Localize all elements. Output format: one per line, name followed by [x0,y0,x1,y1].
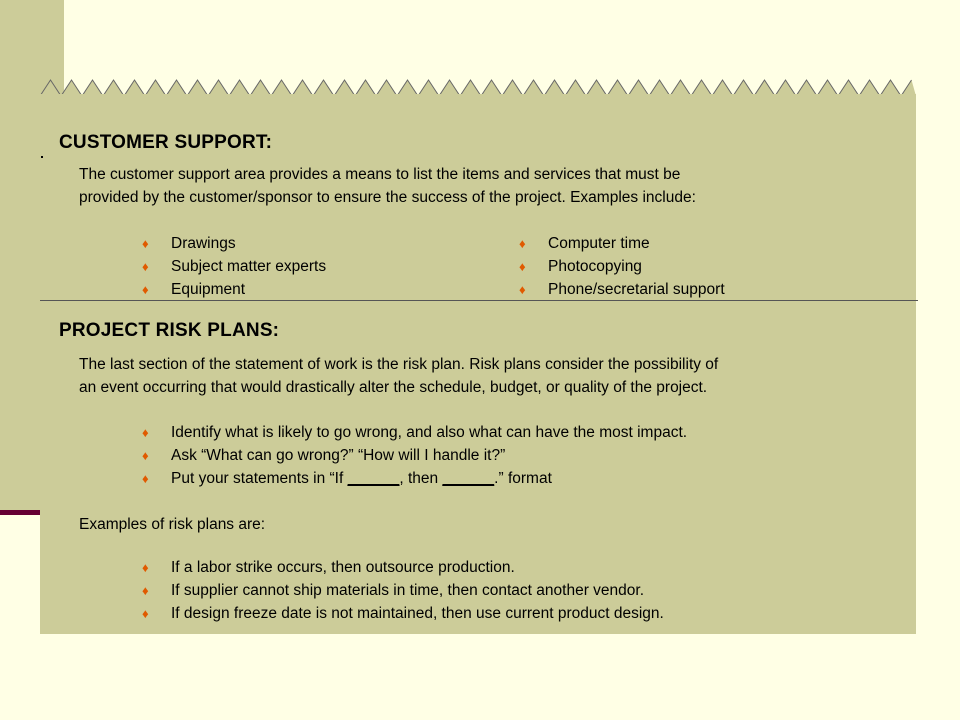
content-panel [40,94,916,634]
list-item: ♦If supplier cannot ship materials in ti… [142,579,644,602]
diamond-bullet-icon: ♦ [519,259,526,274]
list-item: ♦If design freeze date is not maintained… [142,602,664,625]
intro-line: an event occurring that would drasticall… [79,379,708,396]
customer-support-intro: The customer support area provides a mea… [79,163,879,209]
intro-line: The customer support area provides a mea… [79,166,681,183]
intro-line: The last section of the statement of wor… [79,356,719,373]
examples-label: Examples of risk plans are: [79,516,266,533]
diamond-bullet-icon: ♦ [142,606,149,621]
torn-edge-decor [40,79,916,96]
diamond-bullet-icon: ♦ [519,236,526,251]
risk-item-text: Put your statements in “If ______, then … [171,470,552,487]
list-item: ♦ Put your statements in “If ______, then… [142,467,552,490]
diamond-bullet-icon: ♦ [142,425,149,440]
diamond-bullet-icon: ♦ [142,282,149,297]
stray-dot [41,156,43,158]
list-item: ♦If a labor strike occurs, then outsourc… [142,556,515,579]
diamond-bullet-icon: ♦ [142,448,149,463]
list-item: ♦Drawings [142,232,236,255]
list-item: ♦Equipment [142,278,245,301]
diamond-bullet-icon: ♦ [142,259,149,274]
diamond-bullet-icon: ♦ [142,583,149,598]
list-item: ♦Subject matter experts [142,255,326,278]
list-item: ♦Photocopying [519,255,642,278]
diamond-bullet-icon: ♦ [142,471,149,486]
list-item: ♦Phone/secretarial support [519,278,725,301]
risk-plans-intro: The last section of the statement of wor… [79,353,879,399]
intro-line: provided by the customer/sponsor to ensu… [79,189,696,206]
risk-plans-heading: PROJECT RISK PLANS: [59,320,280,341]
left-accent-line [0,510,42,515]
section-divider [40,300,918,301]
diamond-bullet-icon: ♦ [142,560,149,575]
diamond-bullet-icon: ♦ [142,236,149,251]
customer-support-heading: CUSTOMER SUPPORT: [59,132,273,153]
list-item: ♦Computer time [519,232,650,255]
list-item: ♦Ask “What can go wrong?” “How will I ha… [142,444,505,467]
diamond-bullet-icon: ♦ [519,282,526,297]
list-item: ♦Identify what is likely to go wrong, an… [142,421,687,444]
